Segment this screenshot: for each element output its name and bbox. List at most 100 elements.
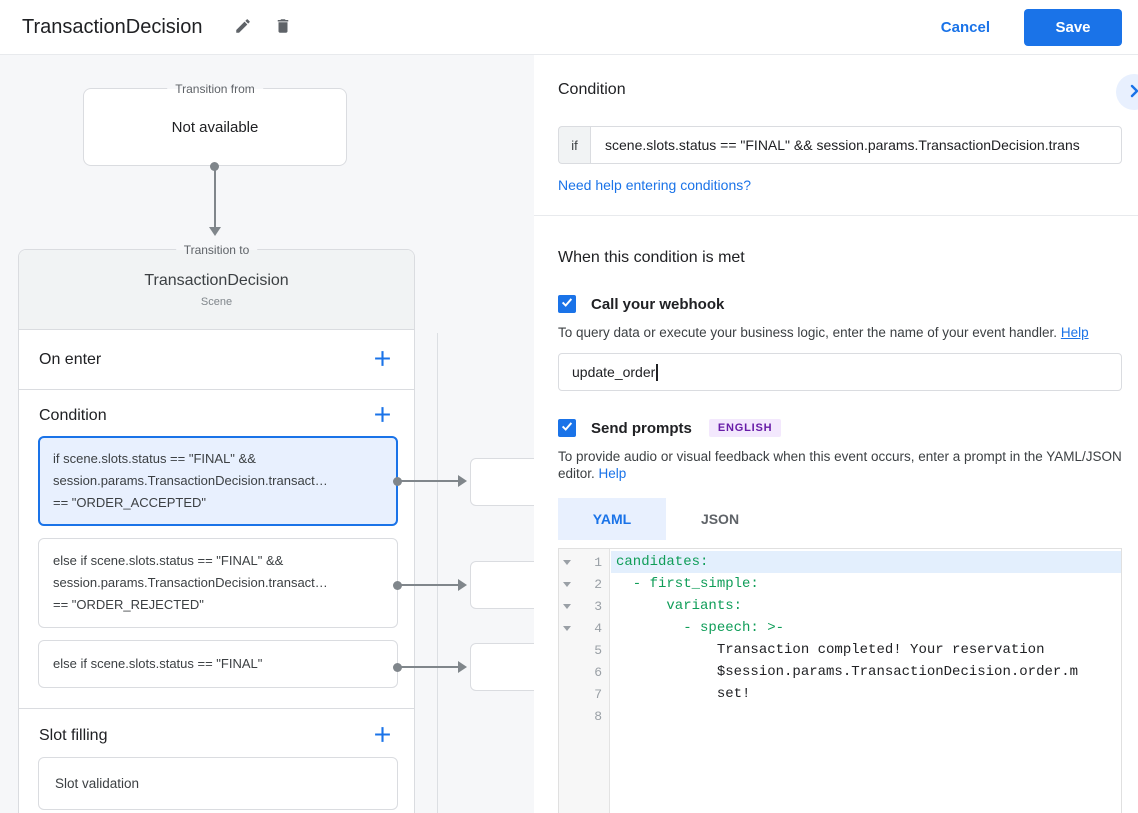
transition-from-node: Transition from Not available	[83, 80, 347, 166]
chevron-right-icon	[1126, 83, 1138, 102]
if-prefix-label: if	[558, 126, 590, 164]
fold-arrow-icon[interactable]	[563, 559, 571, 565]
fold-arrow-icon[interactable]	[563, 581, 571, 587]
topbar: TransactionDecision Cancel Save	[0, 0, 1138, 55]
tab-json[interactable]: JSON	[666, 498, 774, 540]
connector-line	[401, 584, 460, 586]
transition-to-node: Transition to TransactionDecision Scene …	[18, 241, 415, 813]
line-number: 5	[594, 642, 602, 658]
connector-dot	[210, 162, 219, 171]
condition-card-3[interactable]: else if scene.slots.status == "FINAL"	[38, 640, 398, 688]
language-badge: ENGLISH	[708, 419, 782, 437]
plus-icon	[373, 349, 392, 371]
slot-card-label: Slot validation	[55, 776, 140, 791]
arrow-right-icon	[458, 661, 467, 673]
line-number: 2	[594, 576, 602, 592]
condition-detail-panel: Condition if Need help entering conditio…	[534, 55, 1138, 813]
page-title: TransactionDecision	[22, 15, 203, 38]
line-number: 4	[594, 620, 602, 636]
slot-filling-section: Slot filling Slot validation	[19, 709, 414, 813]
arrow-down-icon	[209, 227, 221, 236]
line-number: 3	[594, 598, 602, 614]
prompts-helper-line1: To provide audio or visual feedback when…	[558, 449, 1122, 464]
add-slot-button[interactable]	[370, 724, 394, 748]
prompts-helper-text: To provide audio or visual feedback when…	[558, 448, 1122, 482]
plus-icon	[373, 405, 392, 427]
condition-section-label: Condition	[39, 407, 107, 424]
condition-section: Condition if scene.slots.status == "FINA…	[19, 390, 414, 709]
condition-text-line: else if scene.slots.status == "FINAL"	[53, 656, 263, 671]
code-line: variants:	[616, 598, 743, 614]
on-enter-section: On enter	[19, 330, 414, 390]
text-cursor	[656, 363, 658, 381]
checkmark-icon	[560, 419, 574, 438]
condition-3-handle[interactable]	[393, 663, 402, 672]
save-button[interactable]: Save	[1024, 8, 1122, 46]
scene-diagram-canvas: Transition from Not available Transition…	[0, 55, 534, 813]
webhook-helper-body: To query data or execute your business l…	[558, 325, 1058, 340]
condition-help-link[interactable]: Need help entering conditions?	[558, 177, 752, 193]
cancel-button[interactable]: Cancel	[940, 18, 990, 36]
call-webhook-label: Call your webhook	[591, 295, 725, 313]
pencil-icon	[234, 17, 252, 38]
arrow-right-icon	[458, 475, 467, 487]
editor-gutter: 1 2 3 4 5 6 7	[559, 549, 610, 813]
edit-scene-button[interactable]	[230, 14, 256, 40]
prompts-help-link[interactable]: Help	[598, 466, 627, 481]
tab-yaml[interactable]: YAML	[558, 498, 666, 540]
yaml-editor[interactable]: 1 2 3 4 5 6 7	[558, 548, 1122, 813]
condition-1-handle[interactable]	[393, 477, 402, 486]
condition-text-line: else if scene.slots.status == "FINAL" &&	[53, 553, 284, 568]
code-line: $session.params.TransactionDecision.orde…	[616, 664, 1079, 680]
send-prompts-label: Send prompts	[591, 419, 692, 437]
transition-from-label: Transition from	[167, 80, 263, 98]
webhook-input[interactable]: update_order	[558, 353, 1122, 391]
transition-from-content: Not available	[171, 118, 259, 136]
on-enter-label: On enter	[39, 350, 102, 368]
scene-type: Scene	[200, 295, 233, 308]
condition-text-line: session.params.TransactionDecision.trans…	[53, 575, 328, 590]
line-number: 7	[594, 686, 602, 702]
delete-scene-button[interactable]	[270, 14, 296, 40]
checkmark-icon	[560, 295, 574, 314]
connector-line	[214, 170, 216, 228]
trash-icon	[274, 17, 292, 38]
line-number: 6	[594, 664, 602, 680]
panel-divider	[534, 215, 1138, 216]
arrow-right-icon	[458, 579, 467, 591]
editor-code-area[interactable]: candidates: - first_simple: variants: - …	[611, 549, 1121, 727]
webhook-help-link[interactable]: Help	[1060, 325, 1089, 340]
diagram-edge-line	[437, 333, 438, 813]
editor-format-tabs: YAML JSON	[558, 498, 1122, 540]
transition-target-box-1[interactable]	[470, 458, 534, 506]
scene-card-header[interactable]: TransactionDecision Scene	[19, 250, 414, 330]
line-number: 8	[594, 708, 602, 724]
prompts-helper-line2: editor.	[558, 466, 595, 481]
fold-arrow-icon[interactable]	[563, 625, 571, 631]
send-prompts-checkbox[interactable]	[558, 419, 576, 437]
plus-icon	[373, 725, 392, 747]
webhook-input-value: update_order	[572, 364, 656, 380]
connector-line	[401, 480, 460, 482]
call-webhook-checkbox[interactable]	[558, 295, 576, 313]
transition-target-box-2[interactable]	[470, 561, 534, 609]
condition-2-handle[interactable]	[393, 581, 402, 590]
transition-target-box-3[interactable]	[470, 643, 534, 691]
condition-text-line: == "ORDER_REJECTED"	[53, 597, 204, 612]
add-on-enter-button[interactable]	[370, 348, 394, 372]
condition-panel-title: Condition	[558, 81, 626, 98]
code-line: Transaction completed! Your reservation	[616, 642, 1045, 658]
condition-card-2[interactable]: else if scene.slots.status == "FINAL" &&…	[38, 538, 398, 628]
scene-name: TransactionDecision	[144, 271, 289, 289]
code-line: candidates:	[611, 551, 1121, 573]
collapse-panel-button[interactable]	[1116, 74, 1138, 110]
condition-text-line: == "ORDER_ACCEPTED"	[53, 495, 206, 510]
condition-text-line: if scene.slots.status == "FINAL" &&	[53, 451, 256, 466]
condition-expression-input[interactable]	[590, 126, 1122, 164]
code-line: - speech: >-	[616, 620, 785, 636]
fold-arrow-icon[interactable]	[563, 603, 571, 609]
add-condition-button[interactable]	[370, 404, 394, 428]
code-line: set!	[616, 686, 751, 702]
slot-validation-card[interactable]: Slot validation	[38, 757, 398, 810]
condition-card-1[interactable]: if scene.slots.status == "FINAL" && sess…	[38, 436, 398, 526]
